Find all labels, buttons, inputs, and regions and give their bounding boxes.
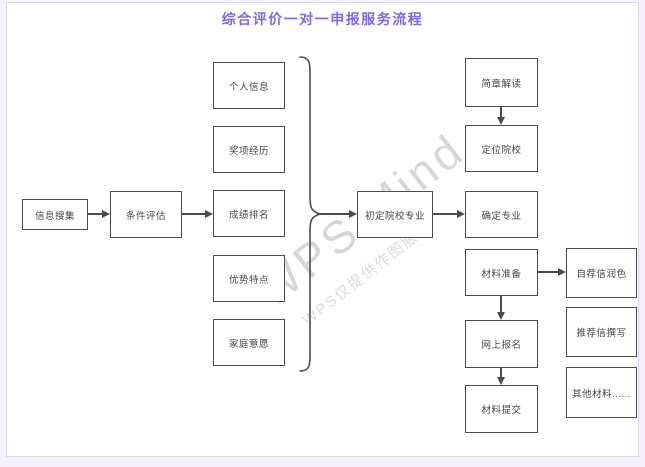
node-initial-choice[interactable]: 初定院校专业: [357, 191, 433, 238]
node-family-wish[interactable]: 家庭意愿: [213, 319, 285, 366]
node-label: 家庭意愿: [228, 338, 269, 350]
node-recommend-letter[interactable]: 推荐信撰写: [566, 307, 637, 357]
node-self-letter[interactable]: 自荐信润色: [566, 248, 637, 298]
connector-prep-to-selfletter: [538, 271, 559, 273]
page-title: 综合评价一对一申报服务流程: [221, 11, 424, 27]
node-label: 材料准备: [481, 268, 522, 280]
node-label: 确定专业: [481, 210, 522, 222]
node-label: 推荐信撰写: [576, 328, 627, 339]
node-label: 简章解读: [481, 78, 522, 90]
arrowhead-brochure-to-locate: [497, 117, 505, 125]
connector-brace-to-initial: [317, 213, 350, 215]
node-grade-rank[interactable]: 成绩排名: [213, 190, 285, 237]
arrowhead-brace-to-initial: [349, 210, 357, 218]
node-label: 个人信息: [228, 81, 269, 93]
node-other-material[interactable]: 其他材料......: [566, 367, 637, 418]
node-label: 初定院校专业: [364, 210, 425, 222]
node-label: 定位院校: [481, 144, 522, 156]
node-info-collect[interactable]: 信息搜集: [22, 199, 88, 230]
arrowhead-apply-to-submit: [497, 377, 505, 385]
node-label: 材料提交: [481, 405, 522, 416]
node-online-apply[interactable]: 网上报名: [465, 320, 538, 368]
arrowhead-eval-to-gradegroup: [205, 210, 213, 218]
arrowhead-info-to-eval: [102, 210, 110, 218]
node-label: 信息搜集: [34, 210, 75, 222]
node-material-submit[interactable]: 材料提交: [465, 385, 538, 433]
node-personal-info[interactable]: 个人信息: [213, 62, 285, 109]
node-label: 自荐信润色: [576, 269, 627, 280]
arrowhead-initial-to-major: [457, 210, 465, 218]
connector-brochure-to-locate: [500, 107, 502, 118]
arrowhead-prep-to-apply: [497, 312, 505, 320]
connector-apply-to-submit: [500, 368, 502, 378]
node-strengths[interactable]: 优势特点: [213, 255, 285, 302]
node-material-prep[interactable]: 材料准备: [465, 249, 538, 296]
connector-initial-to-major: [433, 213, 458, 215]
arrowhead-prep-to-selfletter: [558, 268, 566, 276]
node-condition-eval[interactable]: 条件评估: [110, 191, 182, 238]
node-label: 成绩排名: [228, 209, 269, 221]
node-label: 条件评估: [125, 210, 166, 222]
node-confirm-major[interactable]: 确定专业: [465, 191, 538, 238]
node-label: 网上报名: [481, 340, 522, 351]
node-locate-college[interactable]: 定位院校: [465, 125, 538, 172]
node-label: 优势特点: [228, 274, 269, 286]
node-award-exp[interactable]: 奖项经历: [213, 126, 285, 173]
node-label: 其他材料......: [572, 388, 631, 400]
connector-prep-to-apply: [500, 296, 502, 313]
node-brochure[interactable]: 简章解读: [465, 58, 538, 107]
node-label: 奖项经历: [228, 145, 269, 157]
connector-eval-to-gradegroup: [182, 213, 206, 215]
connector-info-to-eval: [88, 213, 103, 215]
